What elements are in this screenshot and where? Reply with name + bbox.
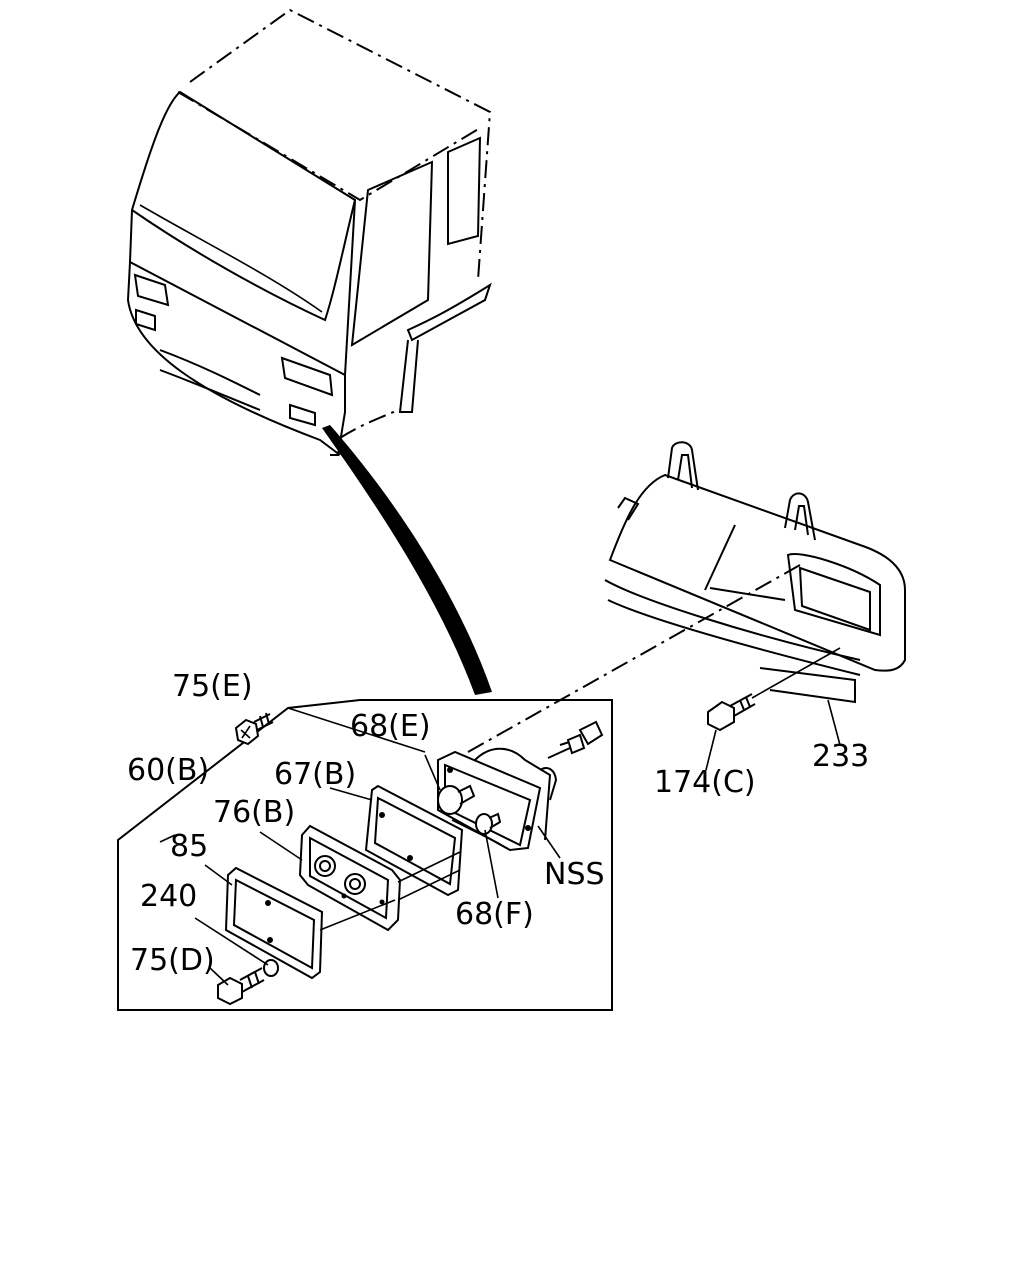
nss-lamp-housing	[437, 720, 604, 852]
detail-box	[117, 699, 613, 1011]
bumper-section-233	[604, 441, 906, 704]
label-75e: 75(E)	[172, 669, 253, 704]
bolt-75d	[217, 967, 265, 1006]
label-174c: 174(C)	[654, 765, 756, 800]
label-240: 240	[140, 879, 197, 914]
bulb-68e	[437, 784, 476, 815]
bolt-75e	[234, 712, 274, 746]
label-60b: 60(B)	[127, 753, 209, 788]
gasket-67b	[364, 784, 464, 897]
label-nss: NSS	[544, 857, 605, 892]
label-75d: 75(D)	[130, 943, 215, 978]
washer-240	[263, 959, 279, 977]
label-68e: 68(E)	[350, 709, 431, 744]
lens-76b	[298, 824, 402, 932]
bulb-68f	[475, 812, 502, 835]
detail-pointer	[322, 425, 492, 695]
frame-85	[224, 866, 324, 980]
label-233: 233	[812, 739, 869, 774]
label-67b: 67(B)	[274, 757, 356, 792]
label-76b: 76(B)	[213, 795, 295, 830]
label-68f: 68(F)	[455, 897, 534, 932]
leader-lines	[159, 699, 841, 986]
label-85: 85	[170, 829, 208, 864]
truck-cab-illustration	[126, 8, 492, 456]
bolt-174c	[707, 693, 756, 732]
